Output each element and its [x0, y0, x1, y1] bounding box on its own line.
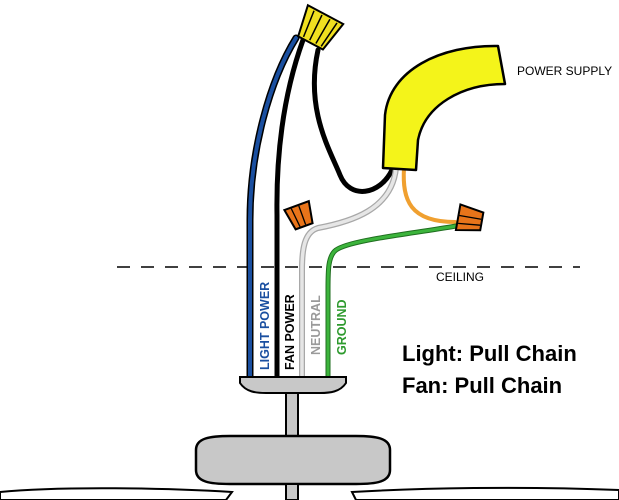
neutral-wire [300, 166, 398, 380]
fan-downrod [285, 392, 299, 441]
ground-label: GROUND [335, 299, 349, 355]
supply-hot-wire [311, 47, 395, 194]
light-power-label: LIGHT POWER [258, 282, 272, 370]
ground-wire [326, 224, 458, 380]
orange-wire-nut-ground [454, 203, 485, 232]
fan-power-wire [274, 37, 306, 381]
power-supply-label: POWER SUPPLY [517, 64, 612, 78]
light-power-wire-color [248, 36, 298, 380]
neutral-label: NEUTRAL [309, 295, 323, 355]
fan-motor-housing [194, 434, 392, 486]
fan-blade-right [350, 486, 619, 500]
fan-power-label: FAN POWER [283, 294, 297, 370]
yellow-wire-nut [296, 3, 345, 51]
fan-hub [285, 483, 299, 500]
orange-supply-wire [401, 166, 457, 224]
fan-blade-left [0, 487, 234, 500]
fan-canopy [239, 376, 347, 394]
orange-wire-nut-neutral [282, 199, 314, 231]
ceiling-label: CEILING [436, 270, 484, 284]
power-supply-cable [381, 44, 507, 172]
light-control-text: Light: Pull Chain [402, 341, 577, 366]
fan-control-text: Fan: Pull Chain [402, 373, 563, 398]
